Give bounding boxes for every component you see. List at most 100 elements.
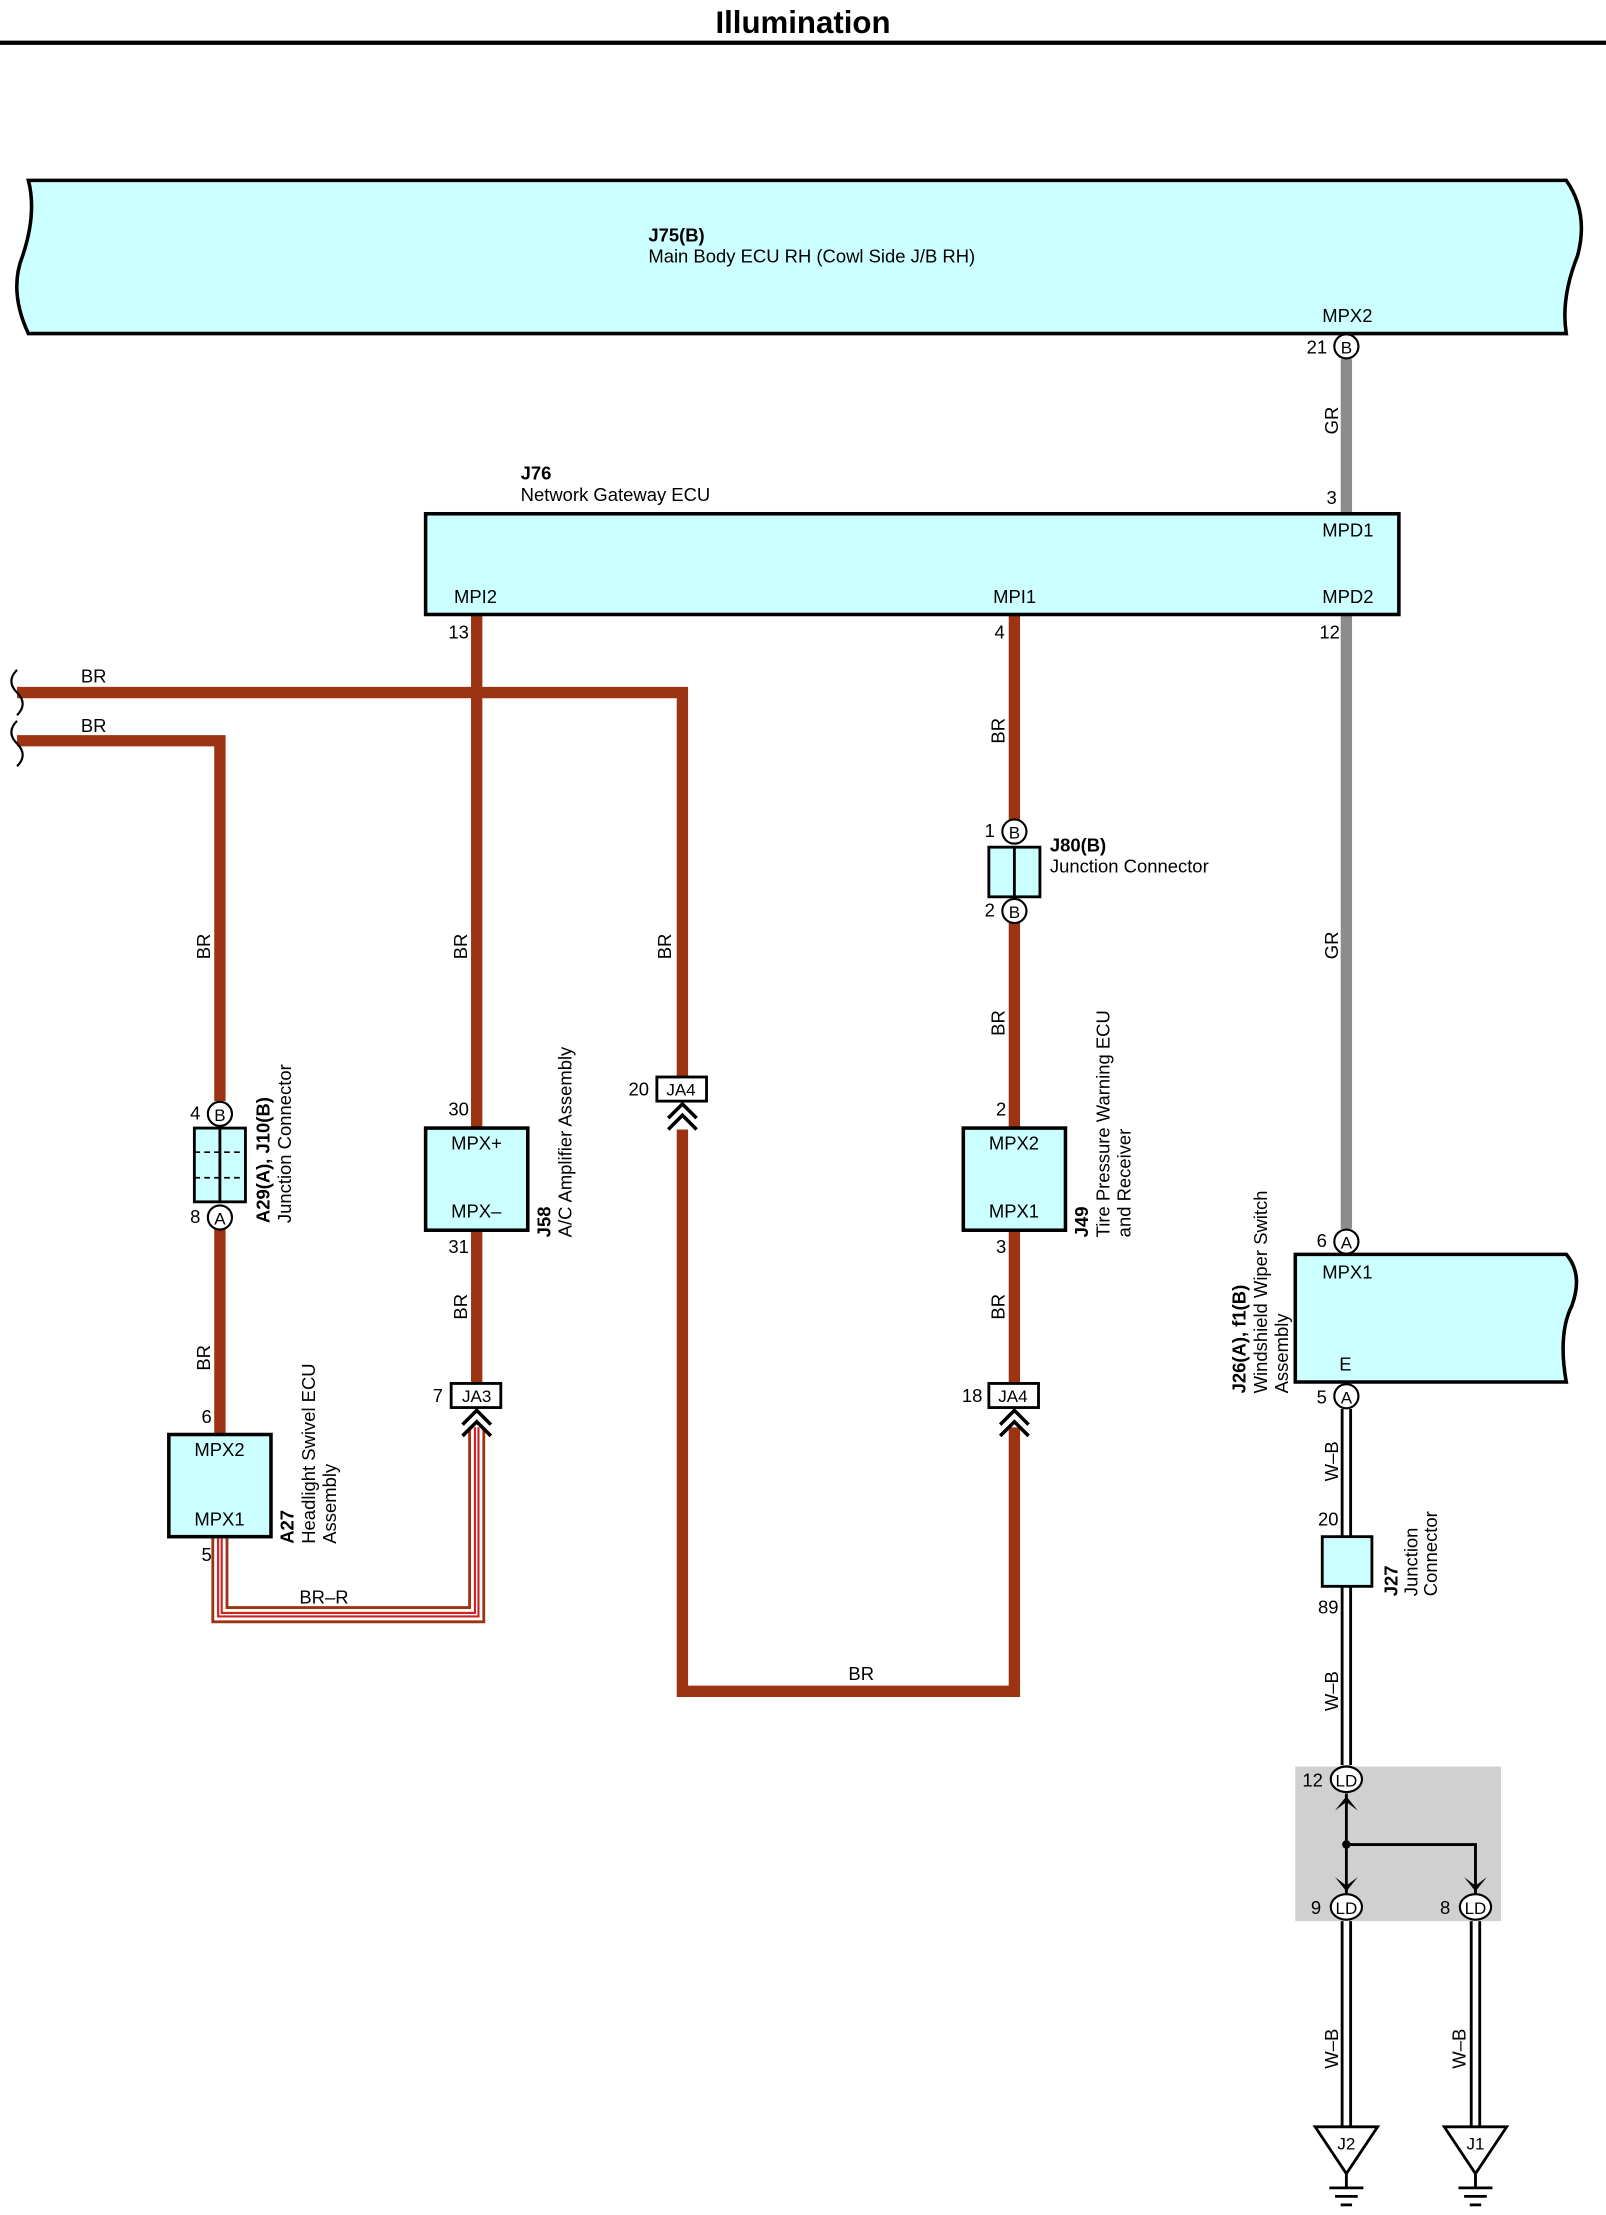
pin-number: 9 (1311, 1897, 1321, 1918)
wire-label: BR (987, 1294, 1008, 1320)
component-name: A/C Amplifier Assembly (555, 1046, 576, 1237)
terminal-label: MPX2 (989, 1132, 1039, 1153)
pin-number: 4 (190, 1103, 200, 1124)
pin-number: 12 (1302, 1769, 1323, 1790)
inline-connector-ja4-right: JA4 18 (962, 1382, 1040, 1438)
component-code: J49 (1071, 1207, 1092, 1238)
wire-label: GR (1321, 932, 1342, 960)
terminal-label: MPX1 (194, 1508, 244, 1529)
connector-letter: A (1341, 1388, 1353, 1407)
wire-label: BR (987, 718, 1008, 744)
tire-pressure-ecu: MPX2 MPX1 2 3 J49 Tire Pressure Warning … (961, 1010, 1135, 1257)
wire-label: BR (450, 934, 471, 960)
wiper-switch: A 6 MPX1 E A 5 J26(A), f1(B) Windshield … (1229, 1190, 1579, 1410)
pin-number: 8 (190, 1206, 200, 1227)
wire-br-loop (676, 1129, 1021, 1697)
component-code: A29(A), J10(B) (253, 1097, 274, 1223)
wire-label: BR (987, 1010, 1008, 1036)
network-gateway-ecu: J76 Network Gateway ECU 3 MPD1 MPD2 12 M… (423, 463, 1401, 643)
component-name: Windshield Wiper Switch (1250, 1190, 1271, 1393)
pin-number: 13 (448, 622, 469, 643)
pin-number: 21 (1307, 336, 1328, 357)
component-code: J58 (533, 1207, 554, 1238)
component-name: and Receiver (1114, 1129, 1135, 1238)
pin-number: 3 (1327, 487, 1337, 508)
terminal-label: MPX– (451, 1200, 502, 1221)
terminal-label: MPX1 (1322, 1261, 1372, 1282)
headlight-swivel-ecu: MPX2 MPX1 6 5 A27 Headlight Swivel ECU A… (167, 1363, 340, 1565)
component-name: Assembly (319, 1463, 340, 1544)
ground-label: J2 (1337, 2135, 1355, 2154)
wire-label: BR (193, 934, 214, 960)
main-body-ecu: J75(B) Main Body ECU RH (Cowl Side J/B R… (15, 178, 1584, 360)
terminal-label: MPD1 (1322, 519, 1373, 540)
pin-number: 20 (628, 1078, 649, 1099)
terminal-label: MPX+ (451, 1132, 502, 1153)
wire-label: BR (193, 1345, 214, 1371)
ground-j2: J2 (1312, 2125, 1381, 2207)
page-title: Illumination (715, 5, 890, 40)
pin-number: 6 (201, 1406, 211, 1427)
connector-badge (1333, 333, 1360, 360)
pin-number: 1 (985, 820, 995, 841)
wire-label: W–B (1449, 2029, 1470, 2069)
wire-label: BR (81, 666, 107, 687)
pin-number: 8 (1440, 1897, 1450, 1918)
pin-number: 5 (1317, 1386, 1327, 1407)
pin-number: 31 (448, 1236, 469, 1257)
pin-number: 89 (1318, 1596, 1339, 1617)
component-code: J26(A), f1(B) (1229, 1285, 1250, 1394)
component-name: Connector (1420, 1511, 1441, 1596)
splice-label: LD (1335, 1771, 1357, 1790)
component-name: Network Gateway ECU (521, 484, 711, 505)
inline-connector-ja4-left: JA4 20 (628, 1075, 708, 1131)
terminal-label: E (1339, 1354, 1351, 1375)
component-name: Main Body ECU RH (Cowl Side J/B RH) (648, 246, 975, 267)
connector-letter: A (1341, 1234, 1353, 1253)
connector-label: JA4 (666, 1080, 695, 1099)
inline-connector-ja3: JA3 7 (433, 1382, 503, 1438)
wire-label: BR (848, 1663, 874, 1684)
component-name: Assembly (1271, 1313, 1292, 1394)
wire-labels: BR BR GR GR BR BR BR BR BR BR BR BR BR–R… (81, 407, 1470, 2069)
pin-number: 3 (996, 1236, 1006, 1257)
junction-connector-j80: B B 1 2 J80(B) Junction Connector (985, 818, 1209, 925)
terminal-label: MPI1 (993, 586, 1036, 607)
terminal-label: MPI2 (454, 586, 497, 607)
splice-label: LD (1335, 1899, 1357, 1918)
wire-label: W–B (1321, 1671, 1342, 1711)
terminal-label: MPX1 (989, 1200, 1039, 1221)
wire-label: BR (654, 934, 675, 960)
pin-number: 12 (1319, 622, 1340, 643)
splice-ld: LD 12 LD 9 LD 8 (1295, 1765, 1502, 1922)
wire-label: BR–R (299, 1586, 348, 1607)
connector-letter: A (214, 1210, 226, 1229)
pin-number: 20 (1318, 1508, 1339, 1529)
component-code: A27 (277, 1510, 298, 1544)
wire-label: BR (81, 715, 107, 736)
wire-br-top (17, 686, 689, 1087)
connector-letter: B (214, 1106, 225, 1125)
component-code: J27 (1380, 1565, 1401, 1596)
ac-amplifier: MPX+ MPX– 30 31 J58 A/C Amplifier Assemb… (423, 1046, 576, 1257)
pin-number: 5 (201, 1544, 211, 1565)
pin-number: 18 (962, 1385, 983, 1406)
terminal-label: MPD2 (1322, 586, 1373, 607)
connector-letter: B (1009, 824, 1020, 843)
pin-number: 2 (996, 1098, 1006, 1119)
component-code: J80(B) (1050, 834, 1106, 855)
component-name: Junction Connector (274, 1064, 295, 1223)
junction-connector-a29: B A 4 8 A29(A), J10(B) Junction Connecto… (190, 1064, 295, 1231)
wire-br-second (17, 735, 226, 1102)
connector-letter: B (1009, 903, 1020, 922)
terminal-label: MPX2 (1322, 305, 1372, 326)
wire-break-mark (10, 720, 24, 768)
pin-number: 4 (995, 622, 1005, 643)
pin-number: 6 (1317, 1230, 1327, 1251)
connector-letter: B (1341, 338, 1352, 357)
wire-break-mark (10, 669, 24, 716)
junction-connector-j27: 20 89 J27 Junction Connector (1318, 1508, 1441, 1617)
wire-label: W–B (1321, 2029, 1342, 2069)
component-code: J75(B) (648, 224, 704, 245)
